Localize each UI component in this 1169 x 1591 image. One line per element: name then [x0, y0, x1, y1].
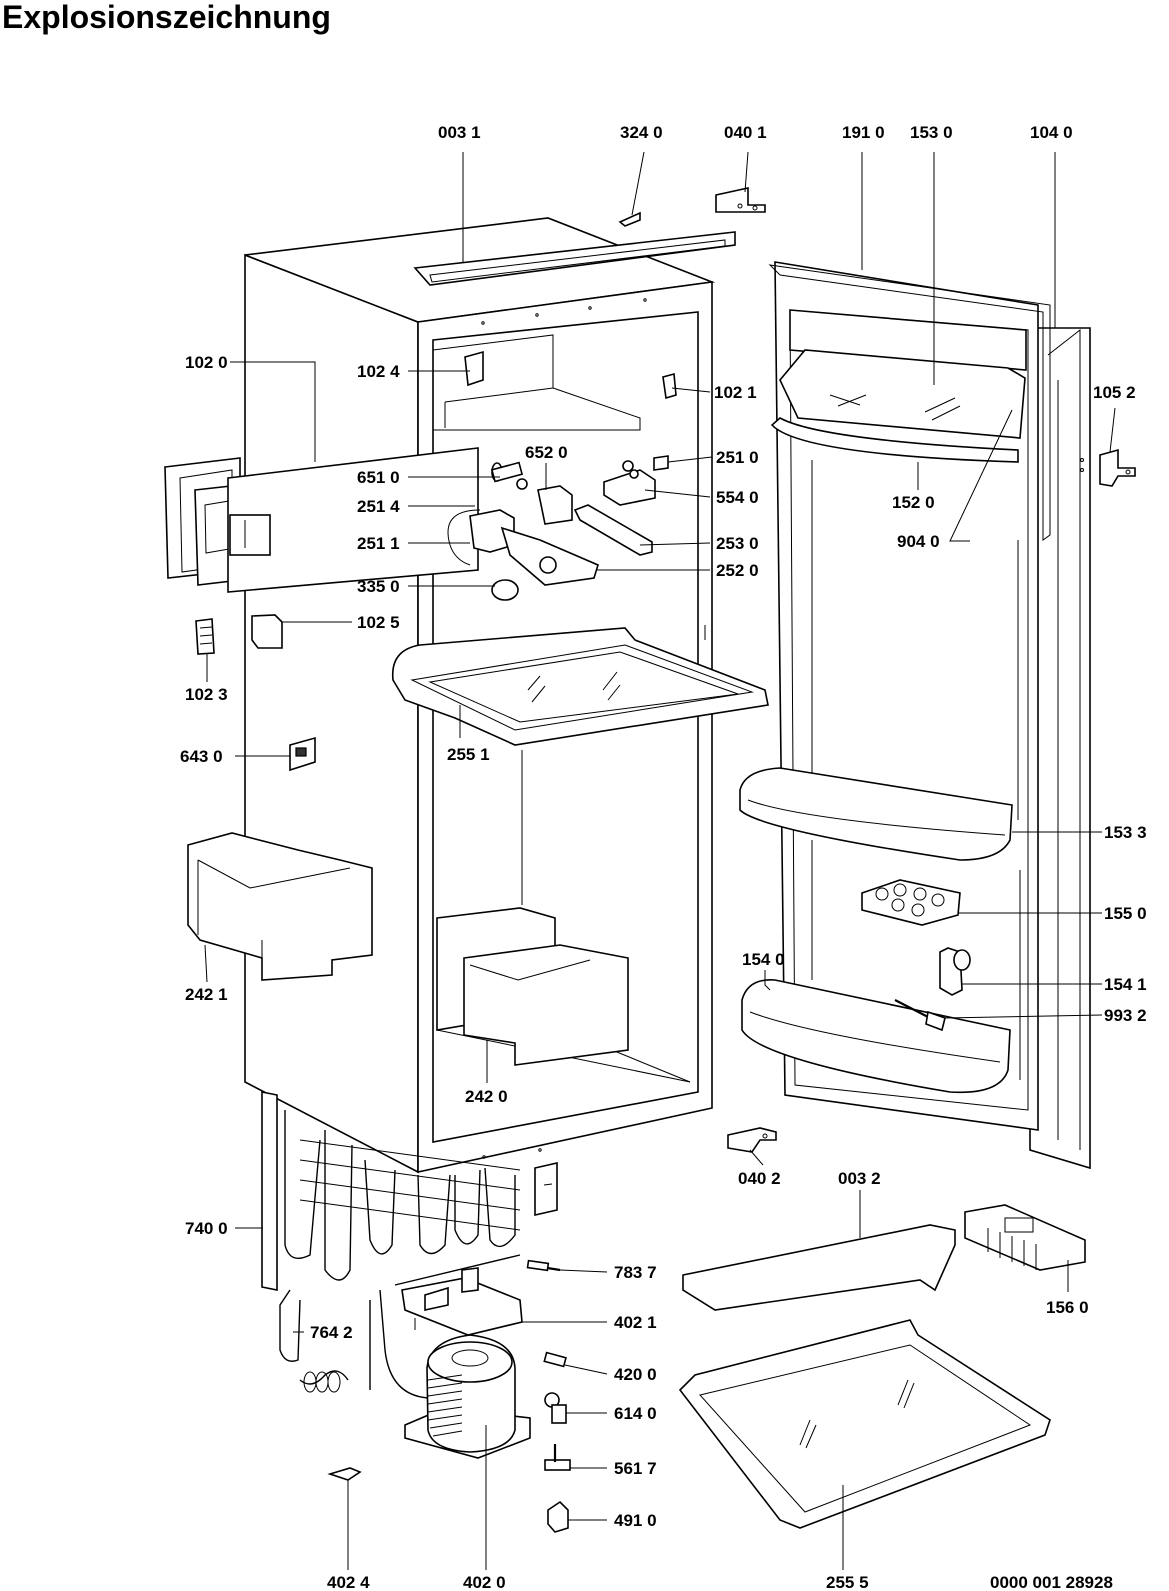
- label-242-1: 242 1: [185, 985, 228, 1004]
- label-152-0: 152 0: [892, 493, 935, 512]
- label-251-0: 251 0: [716, 448, 759, 467]
- label-242-0: 242 0: [465, 1087, 508, 1106]
- egg-tray: [861, 879, 961, 926]
- compressor: [379, 1254, 531, 1459]
- label-102-4: 102 4: [357, 362, 400, 381]
- label-003-2: 003 2: [838, 1169, 881, 1188]
- label-104-0: 104 0: [1030, 123, 1073, 142]
- part-number-labels: 003 1 324 0 040 1 191 0 153 0 104 0 102 …: [180, 123, 1147, 1591]
- label-993-2: 993 2: [1104, 1006, 1147, 1025]
- label-255-5: 255 5: [826, 1573, 869, 1591]
- label-154-0: 154 0: [742, 950, 785, 969]
- label-153-3: 153 3: [1104, 823, 1147, 842]
- freezer-door-assembly: [164, 447, 479, 593]
- relay-420: [543, 1351, 567, 1368]
- starter-561: [544, 1444, 571, 1471]
- label-003-1: 003 1: [438, 123, 481, 142]
- cover-491: [547, 1500, 569, 1533]
- condenser-coil: [261, 1091, 558, 1291]
- drawing-number: 0000 001 28928: [990, 1573, 1113, 1591]
- label-155-0: 155 0: [1104, 904, 1147, 923]
- label-561-7: 561 7: [614, 1459, 657, 1478]
- crisper-drawer: [436, 907, 629, 1066]
- label-105-2: 105 2: [1093, 383, 1136, 402]
- control-components: [447, 350, 677, 601]
- label-102-1: 102 1: [714, 383, 757, 402]
- label-255-1: 255 1: [447, 745, 490, 764]
- glass-shelf-upper: [391, 627, 769, 746]
- label-335-0: 335 0: [357, 577, 400, 596]
- label-491-0: 491 0: [614, 1511, 657, 1530]
- label-420-0: 420 0: [614, 1365, 657, 1384]
- label-191-0: 191 0: [842, 123, 885, 142]
- label-102-0: 102 0: [185, 353, 228, 372]
- front-rail: [682, 1224, 956, 1311]
- label-154-1: 154 1: [1104, 975, 1147, 994]
- ice-tray: [964, 1204, 1086, 1271]
- label-904-0: 904 0: [897, 532, 940, 551]
- glass-shelf-lower: [678, 1319, 1051, 1529]
- label-402-0: 402 0: [463, 1573, 506, 1591]
- small-brackets: [195, 614, 316, 772]
- label-402-4: 402 4: [327, 1573, 370, 1591]
- label-153-0: 153 0: [910, 123, 953, 142]
- label-156-0: 156 0: [1046, 1298, 1089, 1317]
- capillary-tube: [279, 1289, 371, 1393]
- bottle-holder: [939, 947, 971, 996]
- clip-324: [618, 211, 641, 227]
- leader-lines: [204, 151, 1116, 1570]
- hinge-bottom: [727, 1127, 777, 1153]
- label-251-1: 251 1: [357, 534, 400, 553]
- label-102-5: 102 5: [357, 613, 400, 632]
- label-643-0: 643 0: [180, 747, 223, 766]
- label-614-0: 614 0: [614, 1404, 657, 1423]
- label-040-2: 040 2: [738, 1169, 781, 1188]
- label-102-3: 102 3: [185, 685, 228, 704]
- top-cover-strip: [413, 231, 736, 286]
- label-764-2: 764 2: [310, 1323, 353, 1342]
- compressor-mount: [401, 1267, 523, 1336]
- refrigerator-door: [739, 261, 1091, 1170]
- label-652-0: 652 0: [525, 443, 568, 462]
- label-324-0: 324 0: [620, 123, 663, 142]
- hinge-top: [715, 187, 766, 213]
- label-040-1: 040 1: [724, 123, 767, 142]
- label-740-0: 740 0: [185, 1219, 228, 1238]
- label-252-0: 252 0: [716, 561, 759, 580]
- drier-filter: [526, 1259, 561, 1272]
- label-554-0: 554 0: [716, 488, 759, 507]
- freezer-drawer-left: [187, 832, 373, 981]
- label-402-1: 402 1: [614, 1313, 657, 1332]
- label-651-0: 651 0: [357, 468, 400, 487]
- label-783-7: 783 7: [614, 1263, 657, 1282]
- label-253-0: 253 0: [716, 534, 759, 553]
- hinge-105: [1080, 448, 1136, 487]
- thermometer: [894, 999, 946, 1032]
- overload-614: [544, 1392, 567, 1424]
- diagram-title: Explosionszeichnung: [2, 0, 331, 35]
- clip-402-4: [327, 1467, 362, 1481]
- label-251-4: 251 4: [357, 497, 400, 516]
